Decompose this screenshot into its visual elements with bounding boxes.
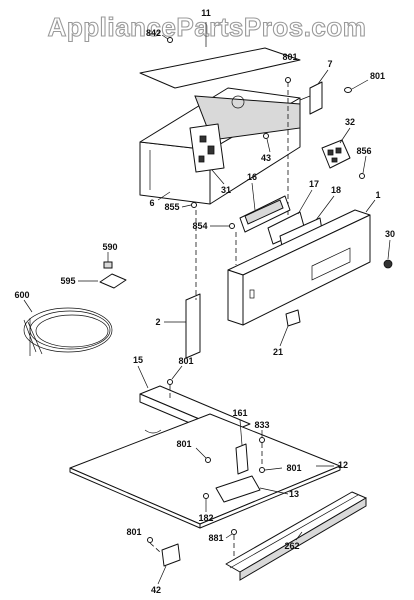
screw-842[interactable] (167, 37, 173, 43)
label-21: 21 (273, 347, 283, 357)
screw-801-e[interactable] (259, 467, 265, 473)
leader-600 (23, 299, 33, 313)
leader-30 (387, 239, 391, 260)
part-13-bracket[interactable] (215, 475, 261, 503)
leader-6 (157, 191, 171, 201)
screw-182[interactable] (203, 493, 209, 499)
screw-855[interactable] (191, 202, 197, 208)
screw-801-right[interactable] (344, 87, 352, 93)
leader-31 (211, 169, 225, 185)
screw-43[interactable] (263, 133, 269, 139)
part-2-side-trim[interactable] (185, 293, 201, 359)
label-16: 16 (247, 172, 257, 182)
leader-881 (225, 533, 233, 539)
leader-7 (317, 69, 329, 85)
screw-856[interactable] (359, 173, 365, 179)
label-854: 854 (192, 221, 207, 231)
label-600: 600 (14, 290, 29, 300)
label-856: 856 (356, 146, 371, 156)
label-595: 595 (60, 276, 75, 286)
leader-32 (339, 127, 351, 144)
part-590-terminal[interactable] (103, 261, 113, 269)
label-801-right: 801 (370, 71, 385, 81)
label-15: 15 (133, 355, 143, 365)
leader-801b (351, 79, 369, 90)
label-801-f: 801 (126, 527, 141, 537)
label-842: 842 (146, 28, 161, 38)
part-161-bracket[interactable] (235, 443, 249, 475)
part-12-base-plate[interactable] (69, 413, 341, 529)
label-801-top: 801 (282, 52, 297, 62)
label-42: 42 (151, 585, 161, 595)
leader-17 (297, 189, 313, 215)
label-881: 881 (208, 533, 223, 543)
leader-161 (239, 419, 243, 446)
part-7-bracket[interactable] (299, 81, 323, 115)
label-6: 6 (149, 198, 154, 208)
label-31: 31 (221, 185, 231, 195)
leader-801d (195, 447, 207, 459)
part-595-bracket[interactable] (99, 273, 127, 289)
part-6-electrical-box[interactable] (139, 87, 301, 205)
label-801-e: 801 (286, 463, 301, 473)
label-32: 32 (345, 117, 355, 127)
label-11: 11 (201, 8, 211, 18)
screw-833[interactable] (259, 437, 265, 443)
screw-801-top[interactable] (285, 77, 291, 83)
label-801-c: 801 (178, 356, 193, 366)
label-18: 18 (331, 185, 341, 195)
watermark-text: AppliancePartsPros.com (48, 12, 367, 42)
leader-842 (161, 34, 169, 40)
label-182: 182 (198, 513, 213, 523)
part-262-lower-trim[interactable] (225, 491, 367, 581)
screw-801-d[interactable] (205, 457, 211, 463)
screw-881[interactable] (231, 529, 237, 535)
label-262: 262 (284, 541, 299, 551)
part-30-knob[interactable] (383, 259, 393, 269)
leader-856 (362, 155, 367, 174)
screw-801-c[interactable] (167, 379, 173, 385)
leader-13 (259, 487, 289, 495)
part-16-electronic-control[interactable] (239, 195, 291, 233)
part-42-clip[interactable] (161, 543, 181, 567)
leader-16 (251, 182, 256, 211)
leader-855 (181, 204, 192, 208)
label-17: 17 (309, 179, 319, 189)
guide-801f (149, 542, 161, 553)
part-31-control-board[interactable] (189, 123, 225, 173)
part-32-switch[interactable] (321, 139, 351, 169)
label-855: 855 (164, 202, 179, 212)
leader-21 (279, 325, 289, 347)
label-833: 833 (254, 420, 269, 430)
screw-854[interactable] (229, 223, 235, 229)
label-1: 1 (375, 190, 380, 200)
leader-801c (171, 365, 183, 380)
part-600-wire-harness[interactable] (23, 307, 113, 356)
label-30: 30 (385, 229, 395, 239)
part-11-top-cover[interactable] (139, 47, 301, 89)
part-1-control-panel[interactable] (227, 209, 371, 326)
label-12: 12 (338, 460, 348, 470)
label-43: 43 (261, 153, 271, 163)
label-2: 2 (155, 317, 160, 327)
label-590: 590 (102, 242, 117, 252)
label-7: 7 (327, 59, 332, 69)
leader-42 (157, 565, 167, 585)
label-13: 13 (289, 489, 299, 499)
leader-1 (365, 199, 376, 213)
leader-801e (264, 467, 283, 471)
screw-801-f[interactable] (147, 537, 153, 543)
leader-18 (315, 195, 335, 221)
leader-43 (266, 138, 271, 153)
leader-15 (137, 365, 149, 389)
leader-262 (295, 531, 303, 541)
part-21-clip[interactable] (285, 309, 301, 327)
label-161: 161 (232, 408, 247, 418)
label-801-d: 801 (176, 439, 191, 449)
